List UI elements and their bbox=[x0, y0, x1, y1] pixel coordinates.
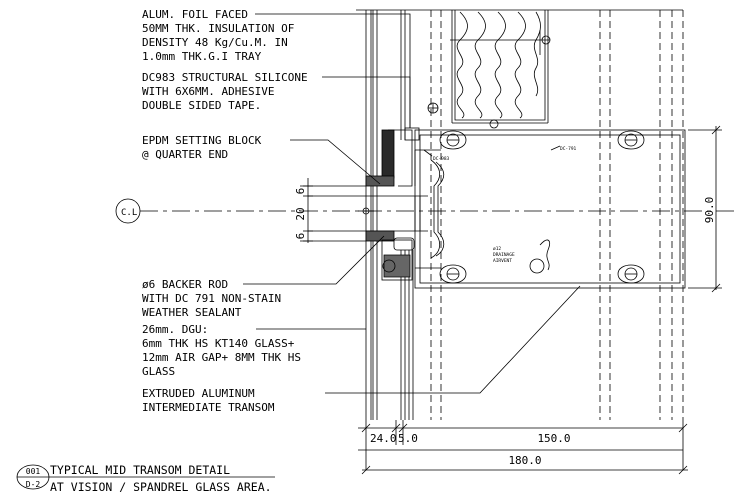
note-backer-rod: ø6 BACKER ROD WITH DC 791 NON-STAIN WEAT… bbox=[142, 278, 281, 319]
glazing-pocket bbox=[308, 127, 428, 281]
screw-boss-top-left bbox=[439, 130, 467, 150]
insulation-tray bbox=[427, 10, 551, 129]
title-badge bbox=[16, 464, 275, 490]
svg-text:EXTRUDED ALUMINUM: EXTRUDED ALUMINUM bbox=[142, 387, 255, 400]
centerline-label: C.L bbox=[121, 208, 137, 218]
glass-panes bbox=[365, 10, 414, 420]
svg-text:ø6 BACKER ROD: ø6 BACKER ROD bbox=[142, 278, 228, 291]
svg-text:WITH DC 791 NON-STAIN: WITH DC 791 NON-STAIN bbox=[142, 292, 281, 305]
dim-w3: 150.0 bbox=[537, 432, 570, 445]
svg-text:50MM THK. INSULATION OF: 50MM THK. INSULATION OF bbox=[142, 22, 294, 35]
gap-dimension-lines bbox=[300, 178, 366, 243]
title-line-1: TYPICAL MID TRANSOM DETAIL bbox=[50, 463, 230, 477]
sheet-number: D-2 bbox=[26, 480, 41, 489]
note-dgu: 26mm. DGU: 6mm THK HS KT140 GLASS+ 12mm … bbox=[142, 323, 301, 378]
dim-w1: 24.0 bbox=[370, 432, 397, 445]
detail-number: 001 bbox=[26, 467, 41, 476]
note-silicone: DC983 STRUCTURAL SILICONE WITH 6X6MM. AD… bbox=[142, 71, 308, 112]
svg-text:26mm. DGU:: 26mm. DGU: bbox=[142, 323, 208, 336]
svg-text:@ QUARTER END: @ QUARTER END bbox=[142, 148, 228, 161]
svg-text:DC983 STRUCTURAL SILICONE: DC983 STRUCTURAL SILICONE bbox=[142, 71, 308, 84]
dim-gap-mid: 20 bbox=[294, 207, 307, 220]
dim-gap-bottom: 6 bbox=[294, 233, 307, 240]
screw-bosses bbox=[439, 130, 645, 284]
dim-total: 180.0 bbox=[508, 454, 541, 467]
label-dc791: DC-791 bbox=[560, 146, 577, 152]
svg-text:DOUBLE SIDED TAPE.: DOUBLE SIDED TAPE. bbox=[142, 99, 261, 112]
leader-lines bbox=[243, 13, 581, 394]
transom-profile bbox=[414, 129, 686, 289]
title-line-2: AT VISION / SPANDREL GLASS AREA. bbox=[50, 480, 272, 494]
label-dc983: DC-983 bbox=[433, 156, 450, 162]
note-insulation: ALUM. FOIL FACED 50MM THK. INSULATION OF… bbox=[142, 8, 294, 63]
label-drainage: ø12 DRAINAGE AIRVENT bbox=[493, 246, 515, 264]
svg-text:6mm THK HS KT140 GLASS+: 6mm THK HS KT140 GLASS+ bbox=[142, 337, 295, 350]
svg-text:WITH 6X6MM. ADHESIVE: WITH 6X6MM. ADHESIVE bbox=[142, 85, 274, 98]
column-dashed-lines bbox=[430, 10, 684, 420]
svg-text:ALUM. FOIL FACED: ALUM. FOIL FACED bbox=[142, 8, 248, 21]
svg-text:DRAINAGE: DRAINAGE bbox=[493, 252, 515, 258]
svg-text:1.0mm THK.G.I TRAY: 1.0mm THK.G.I TRAY bbox=[142, 50, 262, 63]
svg-text:EPDM SETTING BLOCK: EPDM SETTING BLOCK bbox=[142, 134, 262, 147]
svg-text:12mm AIR GAP+ 8MM THK HS: 12mm AIR GAP+ 8MM THK HS bbox=[142, 351, 301, 364]
dim-gap-top: 6 bbox=[294, 188, 307, 195]
dim-w2: 5.0 bbox=[398, 432, 418, 445]
screw-boss-bottom-left bbox=[439, 264, 467, 284]
screw-boss-top-right bbox=[617, 130, 645, 150]
note-setting-block: EPDM SETTING BLOCK @ QUARTER END bbox=[142, 134, 262, 161]
note-transom: EXTRUDED ALUMINUM INTERMEDIATE TRANSOM bbox=[142, 387, 275, 414]
screw-boss-bottom-right bbox=[617, 264, 645, 284]
svg-text:INTERMEDIATE TRANSOM: INTERMEDIATE TRANSOM bbox=[142, 401, 275, 414]
dim-height: 90.0 bbox=[703, 197, 716, 224]
svg-text:ø12: ø12 bbox=[493, 246, 501, 252]
svg-text:DENSITY 48 Kg/Cu.M. IN: DENSITY 48 Kg/Cu.M. IN bbox=[142, 36, 288, 49]
height-dimension-lines bbox=[688, 125, 722, 293]
width-dimension-lines bbox=[358, 420, 688, 475]
centerline bbox=[115, 198, 734, 224]
svg-text:WEATHER SEALANT: WEATHER SEALANT bbox=[142, 306, 242, 319]
svg-text:GLASS: GLASS bbox=[142, 365, 175, 378]
svg-text:AIRVENT: AIRVENT bbox=[493, 258, 512, 264]
